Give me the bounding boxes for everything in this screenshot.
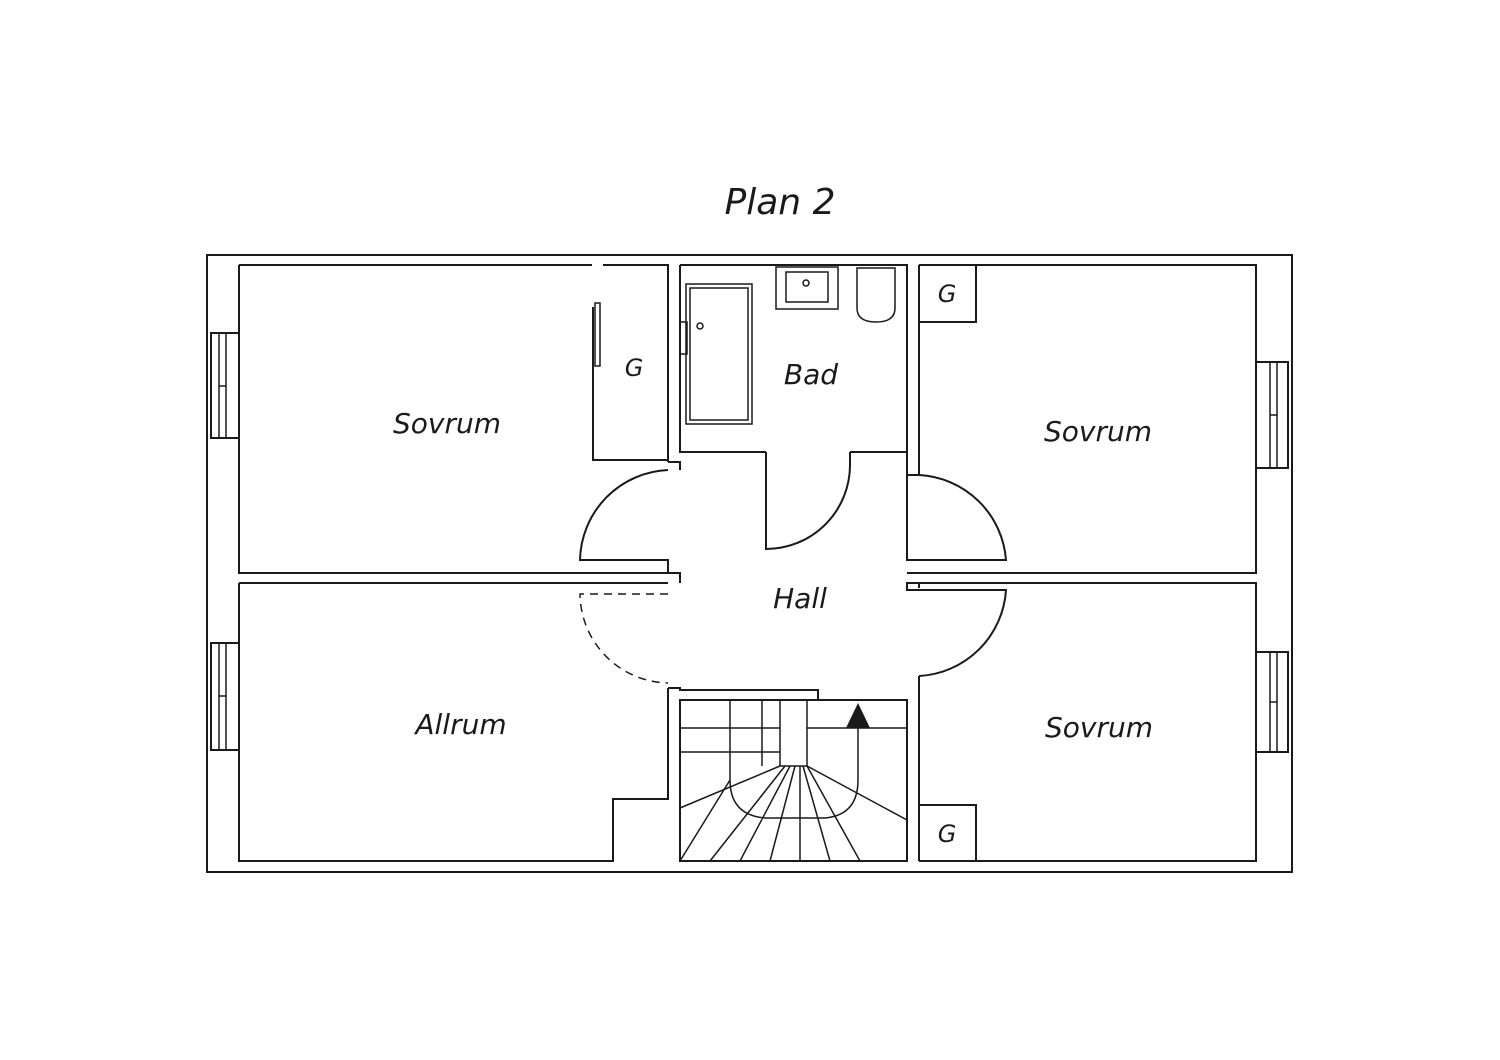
label-hall: Hall [773,582,827,615]
sink-basin [785,271,829,303]
label-closet-bottom-right: G [938,820,957,848]
window-right-top [1255,361,1289,469]
window-right-bottom [1255,651,1289,753]
hall-wall-stubs [668,452,919,700]
shower-inner [689,287,749,421]
closet-wall-left [592,307,668,461]
outer-wall [206,254,1293,873]
door-sovrum-top-left [578,469,669,573]
stair-treads [679,699,908,862]
room-allrum [238,582,669,862]
window-left-bottom [210,642,240,751]
bath-door [765,452,851,551]
sink [775,266,839,310]
label-sovrum-bottom-right: Sovrum [1045,711,1153,744]
label-sovrum-top-left: Sovrum [393,407,501,440]
window-left-top [210,332,240,439]
label-closet-top-right: G [938,280,957,308]
toilet [856,267,896,323]
closet-bottom-right [919,804,977,861]
label-bad: Bad [784,358,838,391]
closet-top-right [919,265,977,323]
stair-arrow-icon [846,703,870,728]
closet-door-left [594,302,601,367]
plan-title: Plan 2 [725,182,836,223]
label-sovrum-top-right: Sovrum [1044,415,1152,448]
label-allrum: Allrum [413,708,506,741]
shower-controls [679,321,688,355]
stair-well [679,699,908,862]
door-sovrum-top-right [906,474,1008,561]
sink-tap [802,279,810,287]
shower-drain [696,322,704,330]
allrum-door-dashed [579,593,669,684]
shower-outer [685,283,753,425]
label-closet-left: G [625,354,644,382]
door-sovrum-bottom-right [906,582,1008,677]
